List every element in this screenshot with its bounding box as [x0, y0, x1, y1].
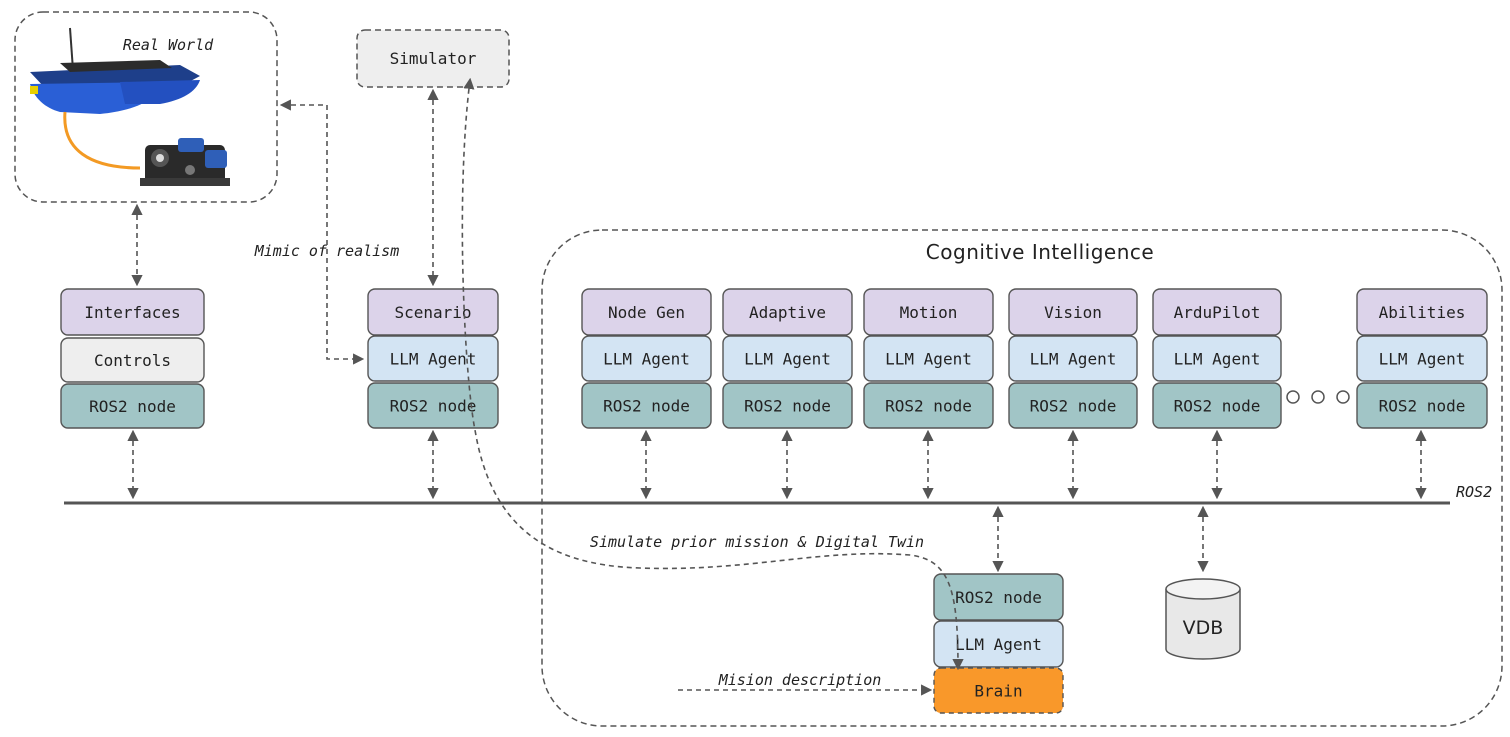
- ardupilot-llm-agent-box: [1152, 335, 1282, 382]
- scenario-llm-agent-label: LLM Agent: [390, 350, 477, 369]
- interfaces-label: Interfaces: [84, 303, 180, 322]
- ardupilot-box: [1152, 288, 1282, 336]
- adaptive-ros2-node-label: ROS2 node: [744, 397, 831, 416]
- vision-llm-agent-label: LLM Agent: [1030, 350, 1117, 369]
- controls-box: [60, 337, 205, 383]
- ardupilot-ros2-node-label: ROS2 node: [1174, 397, 1261, 416]
- ardupilot-llm-agent-label: LLM Agent: [1174, 350, 1261, 369]
- vdb-database: VDB: [1165, 578, 1241, 660]
- simulator-label: Simulator: [390, 49, 477, 68]
- controls-label: Controls: [94, 351, 171, 370]
- motion-ros2-node-label: ROS2 node: [885, 397, 972, 416]
- vision-box: [1008, 288, 1138, 336]
- adaptive-label: Adaptive: [749, 303, 826, 322]
- simulator-box: Simulator: [356, 29, 510, 88]
- brain-llm-agent-label: LLM Agent: [955, 635, 1042, 654]
- cognitive-frame: Cognitive Intelligence: [541, 229, 1503, 727]
- ardupilot-label: ArduPilot: [1174, 303, 1261, 322]
- interfaces-box: [60, 288, 205, 336]
- vision-label: Vision: [1044, 303, 1102, 322]
- interfaces-ros2-node-box: [60, 383, 205, 429]
- motion-label: Motion: [900, 303, 958, 322]
- vision-ros2-node-box: [1008, 382, 1138, 429]
- brain-label: Brain: [974, 682, 1022, 701]
- real-world-label: Real World: [123, 36, 214, 54]
- interfaces-ros2-node-label: ROS2 node: [89, 397, 176, 416]
- abilities-box: [1356, 288, 1488, 336]
- real-world-frame: Real World: [14, 11, 278, 203]
- adaptive-llm-agent-label: LLM Agent: [744, 350, 831, 369]
- vision-ros2-node-label: ROS2 node: [1030, 397, 1117, 416]
- brain-ros2-node-label: ROS2 node: [955, 588, 1042, 607]
- motion-llm-agent-label: LLM Agent: [885, 350, 972, 369]
- node-gen-ros2-node-label: ROS2 node: [603, 397, 690, 416]
- node-gen-label: Node Gen: [608, 303, 685, 322]
- ros2-bus: ROS2: [64, 483, 1492, 505]
- vdb-label: VDB: [1183, 617, 1224, 639]
- mission-label: Mision description: [718, 671, 882, 689]
- abilities-ros2-node-label: ROS2 node: [1379, 397, 1466, 416]
- ardupilot-ros2-node-box: [1152, 382, 1282, 429]
- cognitive-title: Cognitive Intelligence: [926, 240, 1154, 264]
- abilities-llm-agent-label: LLM Agent: [1379, 350, 1466, 369]
- digital-twin-arrow: [461, 77, 964, 671]
- digital-twin-label: Simulate prior mission & Digital Twin: [590, 533, 924, 551]
- brain-box: [933, 667, 1064, 714]
- scenario-label: Scenario: [394, 303, 471, 322]
- ros2-bus-label: ROS2: [1456, 483, 1492, 501]
- scenario-ros2-node-label: ROS2 node: [390, 397, 477, 416]
- ellipsis-dots: [1286, 390, 1350, 404]
- mimic-arrow: [279, 99, 365, 365]
- abilities-ros2-node-box: [1356, 382, 1488, 429]
- robot-illustration: [30, 27, 230, 186]
- vision-llm-agent-box: [1008, 335, 1138, 382]
- abilities-label: Abilities: [1379, 303, 1466, 322]
- abilities-llm-agent-box: [1356, 335, 1488, 382]
- node-gen-llm-agent-label: LLM Agent: [603, 350, 690, 369]
